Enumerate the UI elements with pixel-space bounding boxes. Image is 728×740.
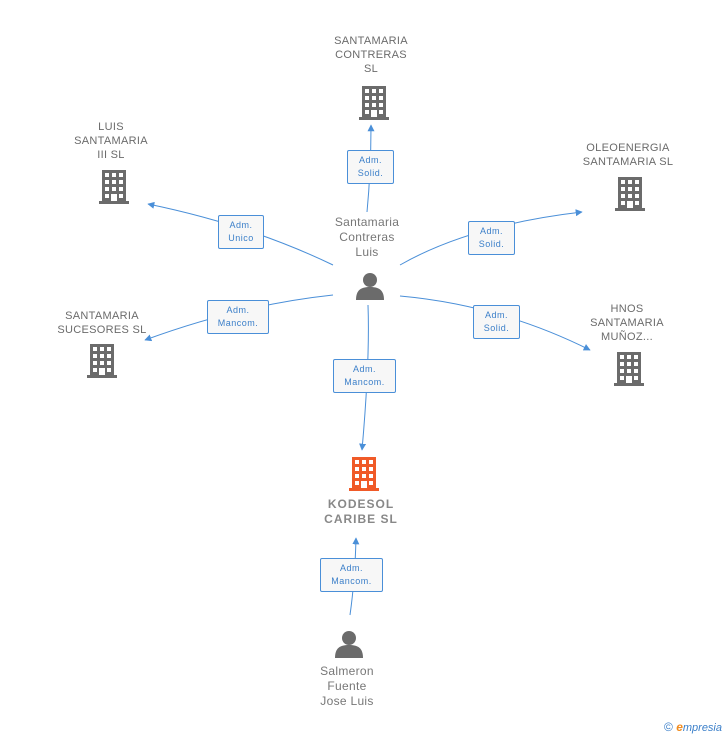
node-label-sucesores[interactable]: SANTAMARIA SUCESORES SL [57,310,147,336]
building-icon-top [359,86,389,120]
node-label-hnos[interactable]: HNOS SANTAMARIA MUÑOZ... [590,303,664,343]
edge-label-hnos: Adm. Solid. [473,305,520,339]
building-icon-luis [99,170,129,204]
edge-label-sucesores: Adm. Mancom. [207,300,269,334]
edge-label-top: Adm. Solid. [347,150,394,184]
node-label-luis-iii[interactable]: LUIS SANTAMARIA III SL [74,121,148,161]
edge-label-luis: Adm. Unico [218,215,264,249]
edge-label-bottom: Adm. Mancom. [320,558,383,592]
edge-label-oleo: Adm. Solid. [468,221,515,255]
node-label-oleoenergia[interactable]: OLEOENERGIA SANTAMARIA SL [582,142,674,168]
empresia-logo-e: e [676,720,683,734]
empresia-logo-text: mpresia [682,722,722,734]
copyright-symbol: © [664,720,673,734]
node-label-top[interactable]: SANTAMARIA CONTRERAS SL [334,35,408,75]
node-label-center-person[interactable]: Santamaria Contreras Luis [334,215,400,259]
empresia-footer[interactable]: © empresia [664,720,722,734]
person-icon-center [356,273,384,300]
building-icon-sucesores [87,344,117,378]
node-label-bottom-person[interactable]: Salmeron Fuente Jose Luis [320,664,374,708]
building-icon-oleo [615,177,645,211]
edge-label-main: Adm. Mancom. [333,359,396,393]
person-icon-bottom [335,631,363,658]
building-icon-hnos [614,352,644,386]
node-label-main-company[interactable]: KODESOL CARIBE SL [324,497,398,526]
building-icon-main [349,457,379,491]
